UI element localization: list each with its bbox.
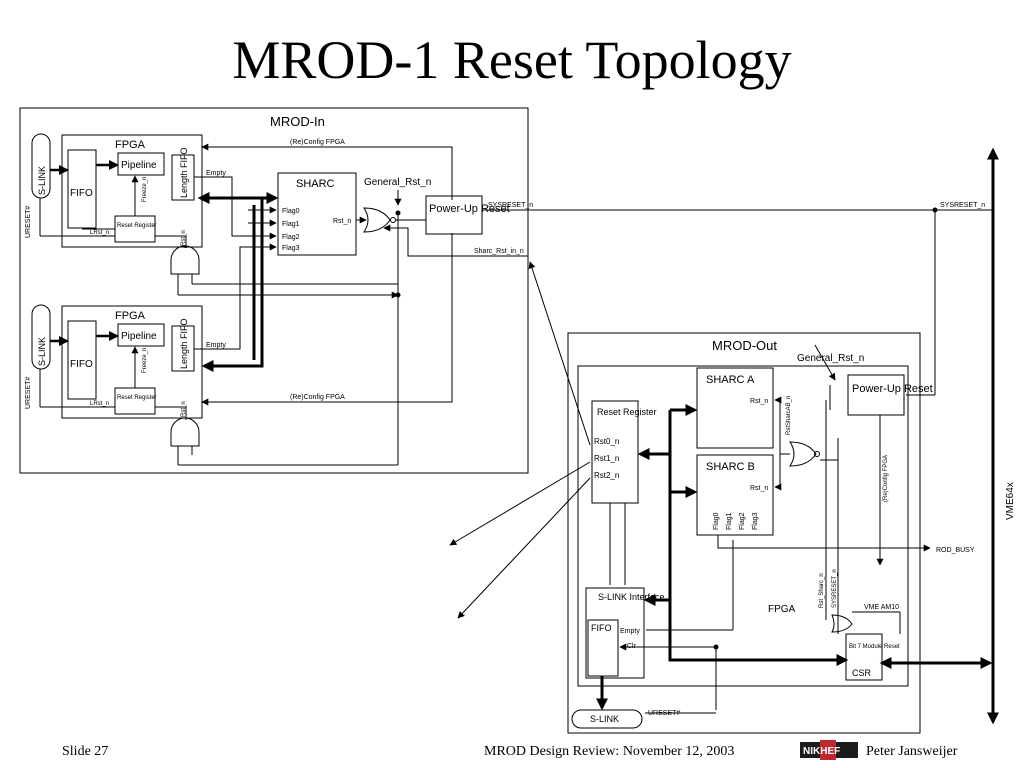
slink-empty-label: Empty [620,628,640,635]
ureset-label-bottom: URESET# [25,377,32,409]
footer-center-text: MROD Design Review: November 12, 2003 [484,744,735,759]
sharc-b-flag3: Flag3 [752,512,759,530]
rst-label-bottom: Rst_n [181,401,187,417]
ureset-out-label: URESET# [648,710,680,717]
sharc-flag2: Flag2 [282,234,300,241]
reconfig-out-label: (Re)Config FPGA [883,455,889,502]
slink-label-bottom: S-LINK [37,337,47,366]
reset-register-label-top: Reset Register [117,223,157,229]
mrod-in-label: MROD-In [270,114,325,129]
ureset-label-top: URESET# [25,206,32,238]
sharc-label: SHARC [296,178,335,190]
general-rst-out-label: General_Rst_n [797,353,864,364]
mrod-out-fpga-label: FPGA [768,604,796,615]
sysreset-bus-label: SYSRESET_n [940,202,985,209]
slink-bottom [31,304,51,370]
reset-register-top [114,215,156,243]
slink-top [31,133,51,199]
sharc-b-label: SHARC B [706,461,755,473]
power-up-reset-in-label: Power-Up Reset [429,203,510,215]
pipeline-label-top: Pipeline [121,160,157,171]
fpga-label-top: FPGA [115,139,146,151]
rst1-label: Rst1_n [594,454,619,463]
csr-block-label: Bit 7 Module Reset [849,644,900,650]
empty-label-top: Empty [206,170,226,177]
logo-text: NIKHEF [803,746,840,757]
fifo-label-top: FIFO [70,188,93,199]
reconfig-label-top: (Re)Config FPGA [290,139,345,146]
sharc-b-flag2: Flag2 [739,512,746,530]
slink-out-label: S-LINK [590,714,619,724]
reset-register-out-label: Reset Register [597,407,657,417]
lrst-label-top: LRst_n [90,230,109,236]
reconfig-label-bottom: (Re)Config FPGA [290,394,345,401]
pipeline-label-bottom: Pipeline [121,331,157,342]
mrod-out-box [567,332,921,734]
rst-sharc-label: Rst_Sharc_n [819,573,825,608]
slide-title: MROD-1 Reset Topology [232,30,792,90]
sharc-flag3: Flag3 [282,245,300,252]
slink-interface-box [585,587,645,679]
mrod-in-box [19,107,529,474]
empty-label-bottom: Empty [206,342,226,349]
fifo-top [67,149,97,229]
slink-label-top: S-LINK [37,166,47,195]
fifo-bottom [67,320,97,400]
fpga-label-bottom: FPGA [115,310,146,322]
mrod-out-fpga-box [577,365,909,687]
sharc-b-rst-label: Rst_n [750,485,768,492]
rod-busy-label: ROD_BUSY [936,547,975,554]
and-gate-top [170,245,200,275]
vme-bus-label: VME64x [1005,482,1016,520]
fpga-box-top [61,134,203,248]
slink-interface-label: S-LINK Interface [598,592,665,602]
length-fifo-label-bottom: Length FIFO [179,318,189,369]
length-fifo-label-top: Length FIFO [179,147,189,198]
sharc-rst-in-label: Sharc_Rst_in_n [474,248,524,255]
power-up-reset-out-label: Power-Up Reset [852,383,933,395]
nikhef-logo: NIKHEF [800,740,858,760]
lrst-label-bottom: LRst_n [90,401,109,407]
sharc-rst-label: Rst_n [333,218,351,225]
sharc-flag0: Flag0 [282,208,300,215]
vme-am10-label: VME AM10 [864,604,899,611]
slide-number: Slide 27 [62,744,109,759]
sysreset-in-label: SYSRESET_n [488,202,533,209]
rst0-label: Rst0_n [594,437,619,446]
or-gate-in [363,207,391,233]
freeze-label-top: Freeze_n [142,177,148,202]
power-up-reset-out [847,374,905,416]
slink-fifo-label: FIFO [591,623,612,633]
sharc-b-flag1: Flag1 [726,512,733,530]
reset-register-bottom [114,387,156,415]
sharc-a-label: SHARC A [706,374,755,386]
general-rst-in-label: General_Rst_n [364,177,431,188]
footer-author: Peter Jansweijer [866,744,958,759]
freeze-label-bottom: Freeze_n [142,348,148,373]
csr-label: CSR [852,668,872,678]
fifo-label-bottom: FIFO [70,359,93,370]
sharc-box [277,172,357,256]
rst-label-top: Rst_n [181,230,187,246]
reset-register-label-bottom: Reset Register [117,395,157,401]
sharc-b-flag0: Flag0 [713,512,720,530]
slink-clr-label: Clr [627,643,637,650]
mrod-out-label: MROD-Out [712,338,777,353]
sharc-flag1: Flag1 [282,221,300,228]
rst2-label: Rst2_n [594,471,619,480]
power-up-reset-in [425,195,483,235]
sysreset-out-label: SYSRESET_n [832,569,838,608]
rst-sharc-ab-label: RstSharcAB_n [786,396,792,435]
and-gate-bottom [170,417,200,447]
or-gate-out [789,441,817,467]
sharc-a-rst-label: Rst_n [750,398,768,405]
